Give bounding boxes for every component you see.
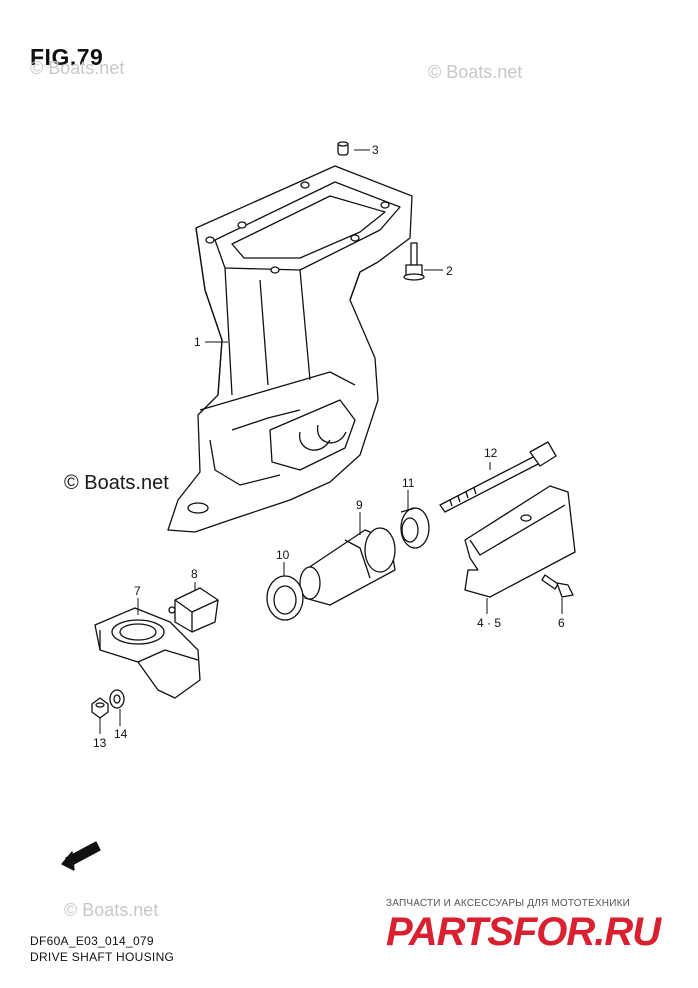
part-bolt-6[interactable] <box>541 574 574 598</box>
shop-logo[interactable]: PARTSFOR.RU <box>386 910 661 954</box>
callout-3[interactable]: 3 <box>372 143 379 157</box>
figure-title: FIG.79 <box>30 44 104 70</box>
part-bolt-2[interactable] <box>403 242 425 281</box>
part-cover-4-5[interactable] <box>464 485 576 598</box>
watermark-top-right: © Boats.net <box>428 62 523 82</box>
leader-lines <box>99 149 563 734</box>
callout-2[interactable]: 2 <box>446 264 453 278</box>
callout-14[interactable]: 14 <box>114 727 128 741</box>
part-long-bolt-12[interactable] <box>439 441 557 513</box>
callout-9[interactable]: 9 <box>356 498 363 512</box>
callout-11[interactable]: 11 <box>402 476 415 490</box>
part-dowel-pin[interactable] <box>337 141 349 156</box>
part-nut-13[interactable] <box>91 697 109 719</box>
part-sleeve-9[interactable] <box>299 527 396 606</box>
part-seal-11[interactable] <box>400 507 430 549</box>
part-drive-shaft-housing[interactable] <box>167 165 413 533</box>
part-ring-10[interactable] <box>266 575 304 621</box>
callout-1[interactable]: 1 <box>194 335 201 349</box>
watermark-middle: © Boats.net <box>64 472 169 494</box>
part-mount-7[interactable] <box>94 607 201 699</box>
model-code: DF60A_E03_014_079 <box>30 934 154 948</box>
callout-12[interactable]: 12 <box>484 446 498 460</box>
callout-6[interactable]: 6 <box>558 616 565 630</box>
callout-7[interactable]: 7 <box>134 584 141 598</box>
part-washer-14[interactable] <box>109 689 125 709</box>
watermark-bottom: © Boats.net <box>64 900 159 920</box>
watermark-top-left: © Boats.net <box>30 58 125 78</box>
callout-10[interactable]: 10 <box>276 548 290 562</box>
diagram-caption: DRIVE SHAFT HOUSING <box>30 950 175 964</box>
part-bracket-8[interactable] <box>168 587 219 633</box>
callout-4-5[interactable]: 4 · 5 <box>477 616 502 630</box>
fwd-arrow-icon: FWD <box>61 841 101 871</box>
callout-8[interactable]: 8 <box>191 567 198 581</box>
shop-tagline: ЗАПЧАСТИ И АКСЕССУАРЫ ДЛЯ МОТОТЕХНИКИ <box>386 898 631 909</box>
callout-13[interactable]: 13 <box>93 736 107 750</box>
